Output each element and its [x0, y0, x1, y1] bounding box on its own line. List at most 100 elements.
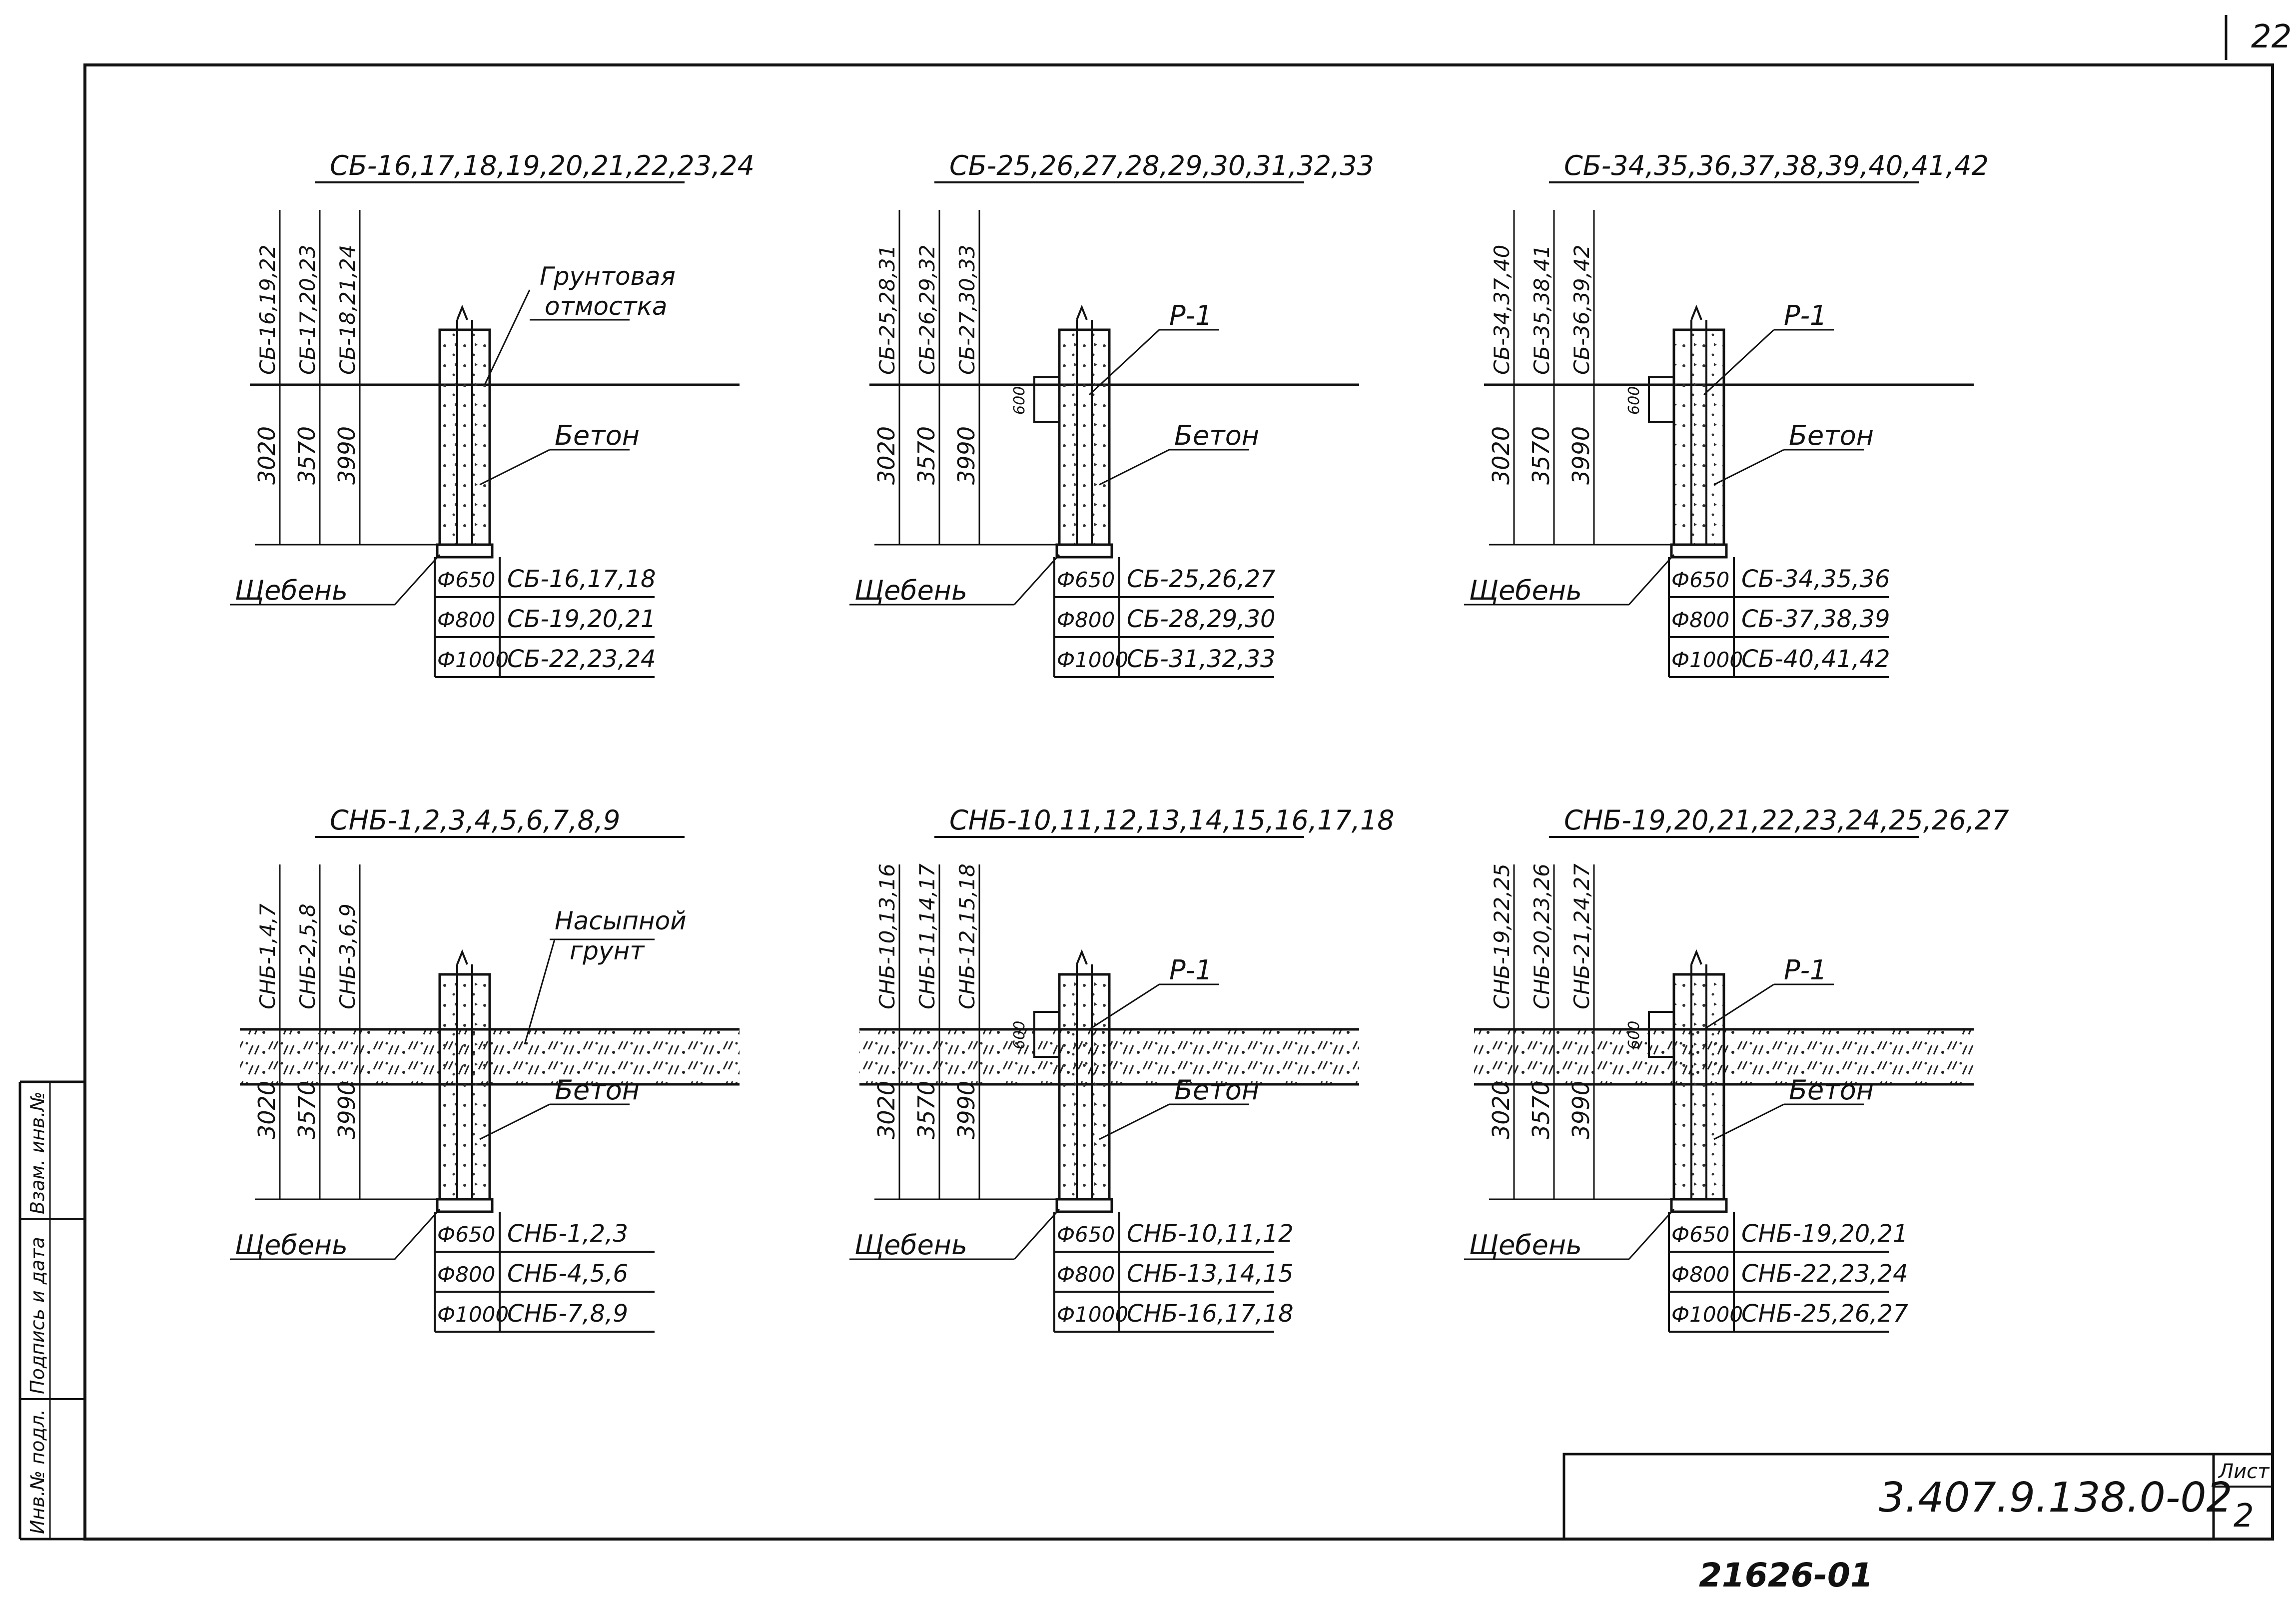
- vertical-label: СБ-17,20,23: [295, 245, 320, 375]
- pile-panel-5: СНБ-10,11,12,13,14,15,16,17,18СНБ-10,13,…: [849, 804, 1395, 1333]
- table-diameter: Ф1000: [1057, 648, 1128, 672]
- shcheben-label: Щебень: [854, 575, 967, 606]
- ring-label-p1: Р-1: [1784, 954, 1827, 986]
- doc-code: 3.407.9.138.0-02: [1879, 1474, 2233, 1522]
- dimension-value: 3990: [333, 1081, 360, 1139]
- pile-body: [1058, 973, 1111, 1201]
- inventory-stamp: 21626-01: [1699, 1556, 1873, 1595]
- table-items: СНБ-7,8,9: [507, 1300, 628, 1328]
- dimension-value: 3020: [253, 426, 280, 485]
- table-diameter: Ф1000: [437, 648, 509, 672]
- dimension-value: 3990: [333, 426, 360, 485]
- pile-panel-4: СНБ-1,2,3,4,5,6,7,8,9СНБ-1,4,73020СНБ-2,…: [230, 804, 740, 1333]
- margin-label-inv: Инв.№ подл.: [26, 1409, 48, 1534]
- table-items: СБ-16,17,18: [507, 565, 656, 593]
- shcheben-leader: [394, 1208, 441, 1260]
- table-items: СБ-22,23,24: [507, 645, 656, 673]
- ring-label-p1: Р-1: [1784, 300, 1827, 331]
- offset-600-label: 600: [1625, 386, 1643, 415]
- offset-600-label: 600: [1011, 386, 1028, 415]
- drawing-frame: [83, 63, 2274, 1541]
- ring-element: [1033, 376, 1060, 423]
- table-items: СБ-40,41,42: [1741, 645, 1890, 673]
- panels-layer: СБ-16,17,18,19,20,21,22,23,24СБ-16,19,22…: [230, 150, 2009, 1333]
- table-items: СНБ-22,23,24: [1741, 1260, 1908, 1288]
- vertical-label: СБ-25,28,31: [875, 245, 899, 375]
- fill-label-1: Насыпной: [555, 906, 687, 935]
- table-items: СНБ-25,26,27: [1741, 1300, 1908, 1328]
- vertical-label: СНБ-21,24,27: [1569, 863, 1594, 1009]
- pile-panel-3: СБ-34,35,36,37,38,39,40,41,42СБ-34,37,40…: [1464, 150, 1989, 678]
- crushed-stone-base: [436, 543, 494, 559]
- beton-label: Бетон: [555, 420, 640, 451]
- pile-break-mark: [1076, 304, 1088, 320]
- offset-600-label: 600: [1011, 1021, 1028, 1049]
- margin-label-replace: Взам. инв.№: [26, 1091, 48, 1214]
- shcheben-leader: [1013, 1208, 1060, 1260]
- otmostka-label-2: отмостка: [545, 292, 667, 321]
- shcheben-label: Щебень: [235, 575, 348, 606]
- table-items: СБ-34,35,36: [1741, 565, 1890, 593]
- vertical-label: СНБ-2,5,8: [295, 903, 320, 1009]
- beton-leader: [479, 449, 550, 486]
- table-items: СНБ-19,20,21: [1741, 1220, 1908, 1248]
- pile-body: [1058, 328, 1111, 546]
- ring-element: [1648, 376, 1675, 423]
- table-diameter: Ф650: [1671, 1222, 1729, 1247]
- vertical-label: СБ-35,38,41: [1530, 245, 1554, 375]
- table-diameter: Ф1000: [1057, 1302, 1128, 1327]
- shcheben-leader: [1013, 554, 1060, 606]
- pile-break-mark: [456, 949, 468, 965]
- vertical-label: СНБ-10,13,16: [875, 863, 899, 1009]
- vertical-label: СНБ-19,22,25: [1490, 863, 1514, 1009]
- vertical-label: СНБ-20,23,26: [1530, 863, 1554, 1009]
- dimension-value: 3990: [953, 426, 980, 485]
- offset-600-label: 600: [1625, 1021, 1643, 1049]
- table-diameter: Ф1000: [437, 1302, 509, 1327]
- table-items: СБ-28,29,30: [1127, 605, 1276, 633]
- shcheben-label: Щебень: [1469, 575, 1582, 606]
- pile-panel-1: СБ-16,17,18,19,20,21,22,23,24СБ-16,19,22…: [230, 150, 755, 678]
- beton-label: Бетон: [1789, 1074, 1874, 1106]
- ring-element: [1648, 1011, 1675, 1058]
- ring-leader-line: [1703, 329, 1775, 396]
- shcheben-leader: [1628, 554, 1675, 606]
- table-items: СБ-31,32,33: [1127, 645, 1276, 673]
- ring-element: [1033, 1011, 1060, 1058]
- pile-body: [1672, 328, 1725, 546]
- pile-panel-6: СНБ-19,20,21,22,23,24,25,26,27СНБ-19,22,…: [1464, 804, 2009, 1333]
- ring-leader-line: [1088, 329, 1160, 396]
- margin-label-signature: Подпись и дата: [26, 1237, 48, 1394]
- table-diameter: Ф800: [437, 608, 495, 632]
- ring-leader-line: [1703, 983, 1774, 1030]
- fill-leader: [524, 939, 556, 1045]
- otmostka-label-1: Грунтовая: [540, 262, 676, 291]
- beton-leader: [1713, 1103, 1784, 1140]
- beton-label: Бетон: [555, 1074, 640, 1106]
- table-items: СНБ-4,5,6: [507, 1260, 628, 1288]
- pile-body: [1672, 973, 1725, 1201]
- beton-leader: [479, 1103, 550, 1140]
- beton-leader: [1099, 1103, 1170, 1140]
- dimension-value: 3990: [1567, 426, 1594, 485]
- dimension-value: 3990: [953, 1081, 980, 1139]
- beton-label: Бетон: [1174, 1074, 1259, 1106]
- title-block: [1562, 1453, 2274, 1541]
- crushed-stone-base: [1670, 1198, 1728, 1213]
- ring-label-p1: Р-1: [1169, 954, 1212, 986]
- vertical-label: СБ-34,37,40: [1490, 245, 1514, 375]
- otmostka-leader: [484, 289, 531, 385]
- fill-label-2: грунт: [570, 936, 645, 965]
- vertical-label: СБ-16,19,22: [255, 245, 280, 375]
- table-diameter: Ф650: [1671, 568, 1729, 592]
- vertical-label: СНБ-1,4,7: [255, 903, 280, 1009]
- table-items: СНБ-1,2,3: [507, 1220, 628, 1248]
- beton-leader: [1713, 449, 1784, 486]
- pile-body: [438, 328, 491, 546]
- beton-leader: [1099, 449, 1170, 486]
- table-items: СБ-37,38,39: [1741, 605, 1890, 633]
- table-diameter: Ф650: [1057, 568, 1115, 592]
- dimension-value: 3570: [1528, 426, 1554, 485]
- table-diameter: Ф650: [437, 1222, 495, 1247]
